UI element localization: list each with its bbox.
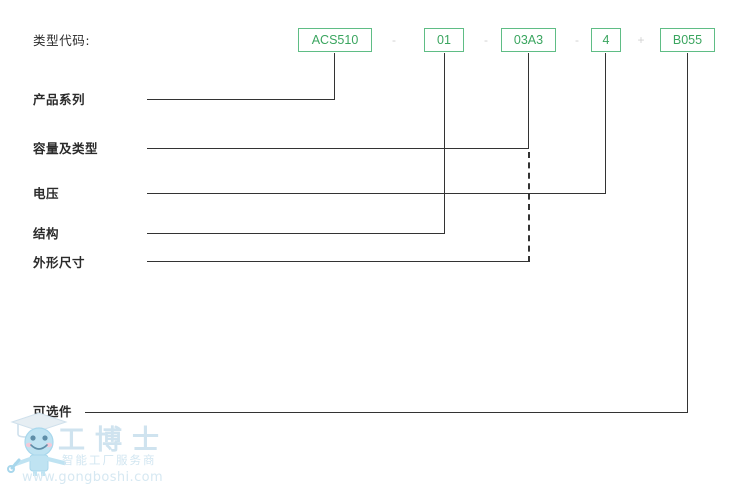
code-segment-voltage[interactable]: 4 <box>591 28 621 52</box>
watermark: 工博士 智能工厂服务商 www.gongboshi.com <box>6 408 246 488</box>
row-label-voltage: 电压 <box>33 186 60 201</box>
leader-line-structure-vertical <box>444 53 445 234</box>
row-label-dimensions: 外形尺寸 <box>33 255 86 270</box>
code-separator-1: - <box>392 33 396 47</box>
leader-line-structure-horizontal <box>147 233 445 234</box>
code-separator-3: - <box>575 33 579 47</box>
code-separator-4: + <box>637 33 645 47</box>
watermark-tagline: 智能工厂服务商 <box>62 453 157 467</box>
leader-line-dimensions-horizontal <box>147 261 529 262</box>
code-segment-structure[interactable]: 01 <box>424 28 464 52</box>
row-label-optional: 可选件 <box>33 404 73 419</box>
code-segment-product-series[interactable]: ACS510 <box>298 28 372 52</box>
leader-line-voltage-vertical <box>605 53 606 194</box>
row-label-capacity-type: 容量及类型 <box>33 141 99 156</box>
diagram-title-label: 类型代码: <box>33 33 91 48</box>
row-label-structure: 结构 <box>33 226 60 241</box>
code-segment-capacity-type[interactable]: 03A3 <box>501 28 556 52</box>
leader-line-optional-horizontal <box>85 412 688 413</box>
leader-line-optional-vertical <box>687 53 688 413</box>
code-separator-2: - <box>484 33 488 47</box>
leader-line-capacity-type-horizontal <box>147 148 529 149</box>
leader-line-voltage-horizontal <box>147 193 606 194</box>
leader-line-capacity-type-vertical <box>528 53 529 149</box>
code-segment-optional[interactable]: B055 <box>660 28 715 52</box>
leader-line-product-series-vertical <box>334 53 335 100</box>
leader-line-dimensions-dashed-vertical <box>528 152 530 262</box>
watermark-brand: 工博士 <box>58 425 169 456</box>
leader-line-product-series-horizontal <box>147 99 335 100</box>
row-label-product-series: 产品系列 <box>33 92 86 107</box>
watermark-url: www.gongboshi.com <box>22 470 164 485</box>
